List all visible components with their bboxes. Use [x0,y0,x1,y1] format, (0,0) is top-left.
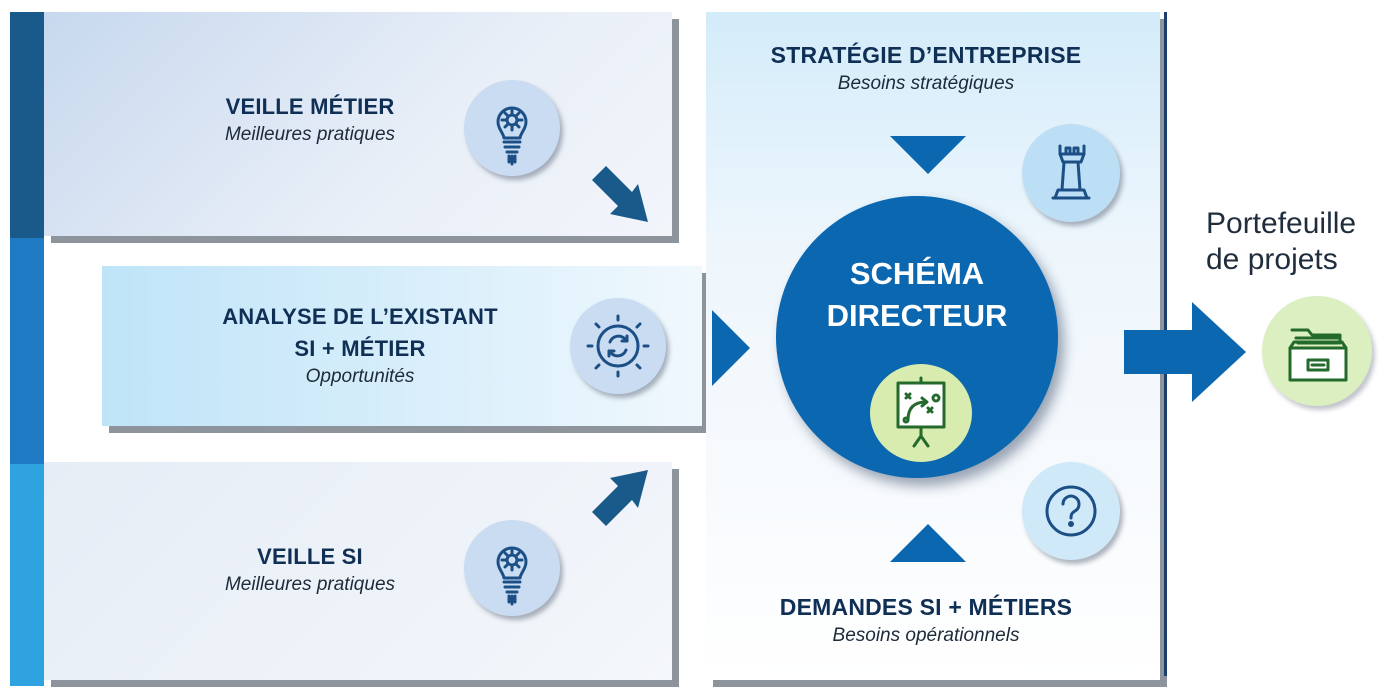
veille-si-label: VEILLE SI Meilleures pratiques [160,544,460,596]
arrow-up-right [592,470,648,526]
analyse-title-line1: ANALYSE DE L’EXISTANT [222,304,498,329]
analyse-label: ANALYSE DE L’EXISTANT SI + MÉTIER Opport… [180,304,540,388]
strategie-subtitle: Besoins stratégiques [837,73,1015,94]
strategie-label: STRATÉGIE D’ENTREPRISE Besoins stratégiq… [706,42,1146,95]
schema-directeur-line2: DIRECTEUR [826,298,1008,333]
arrow-right-output [1124,302,1246,402]
veille-metier-title: VEILLE MÉTIER [225,94,395,119]
strategie-title: STRATÉGIE D’ENTREPRISE [770,42,1082,68]
veille-metier-subtitle: Meilleures pratiques [224,124,396,145]
presentation-board-icon [870,364,972,462]
demandes-title: DEMANDES SI + MÉTIERS [779,594,1073,620]
triangle-down [890,136,966,174]
schema-directeur-label: SCHÉMA DIRECTEUR [776,256,1058,334]
veille-metier-box [44,12,672,236]
folder-icon [1262,296,1372,406]
gear-refresh-icon [570,298,666,394]
schema-directeur-line1: SCHÉMA [849,256,985,291]
demandes-subtitle: Besoins opérationnels [832,625,1020,646]
triangle-up [890,524,966,562]
color-bar-bottom [10,464,44,686]
portefeuille-label: Portefeuille de projets [1206,206,1396,278]
lightbulb-gear-icon [464,520,560,616]
veille-si-box [44,462,672,680]
demandes-label: DEMANDES SI + MÉTIERS Besoins opérationn… [706,594,1146,647]
lightbulb-gear-icon [464,80,560,176]
color-bar-middle [10,238,44,464]
analyse-title-line2: SI + MÉTIER [294,336,426,361]
rook-icon [1022,124,1120,222]
question-icon [1022,462,1120,560]
veille-metier-label: VEILLE MÉTIER Meilleures pratiques [160,94,460,146]
analyse-subtitle: Opportunités [305,366,415,387]
portefeuille-line2: de projets [1206,243,1338,276]
veille-si-title: VEILLE SI [257,544,363,569]
arrow-right-analyse [712,310,750,386]
veille-si-subtitle: Meilleures pratiques [224,574,396,595]
portefeuille-line1: Portefeuille [1206,207,1357,240]
arrow-down-right [592,166,648,222]
color-bar-top [10,12,44,238]
